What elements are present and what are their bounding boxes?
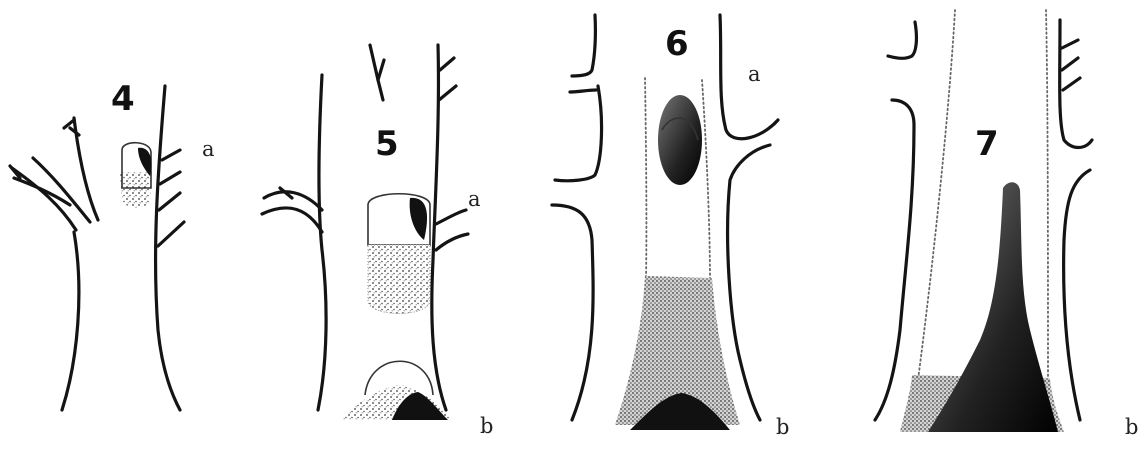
label-a: a: [748, 62, 761, 86]
label-b: b: [1125, 415, 1138, 439]
figure-5: 5 a b: [262, 45, 493, 438]
label-a: a: [468, 187, 481, 211]
figure-4: 4 a: [10, 79, 215, 410]
figure-number: 7: [975, 124, 999, 164]
figure-number: 5: [375, 124, 399, 164]
tree-trunk-drawing: [262, 45, 468, 410]
cavity-opening: [368, 194, 430, 314]
figure-number: 4: [111, 79, 135, 119]
tree-trunk-drawing: [10, 86, 184, 410]
label-b: b: [480, 414, 493, 438]
label-a: a: [202, 137, 215, 161]
cavity-opening: [658, 95, 702, 185]
basal-cavity: [900, 182, 1064, 432]
cavity-opening: [120, 143, 152, 208]
label-b: b: [776, 415, 789, 439]
basal-cavity: [615, 276, 740, 430]
figure-6: 6 a b: [552, 15, 789, 439]
figure-number: 6: [665, 24, 689, 64]
figure-7: 7 b: [875, 10, 1138, 439]
